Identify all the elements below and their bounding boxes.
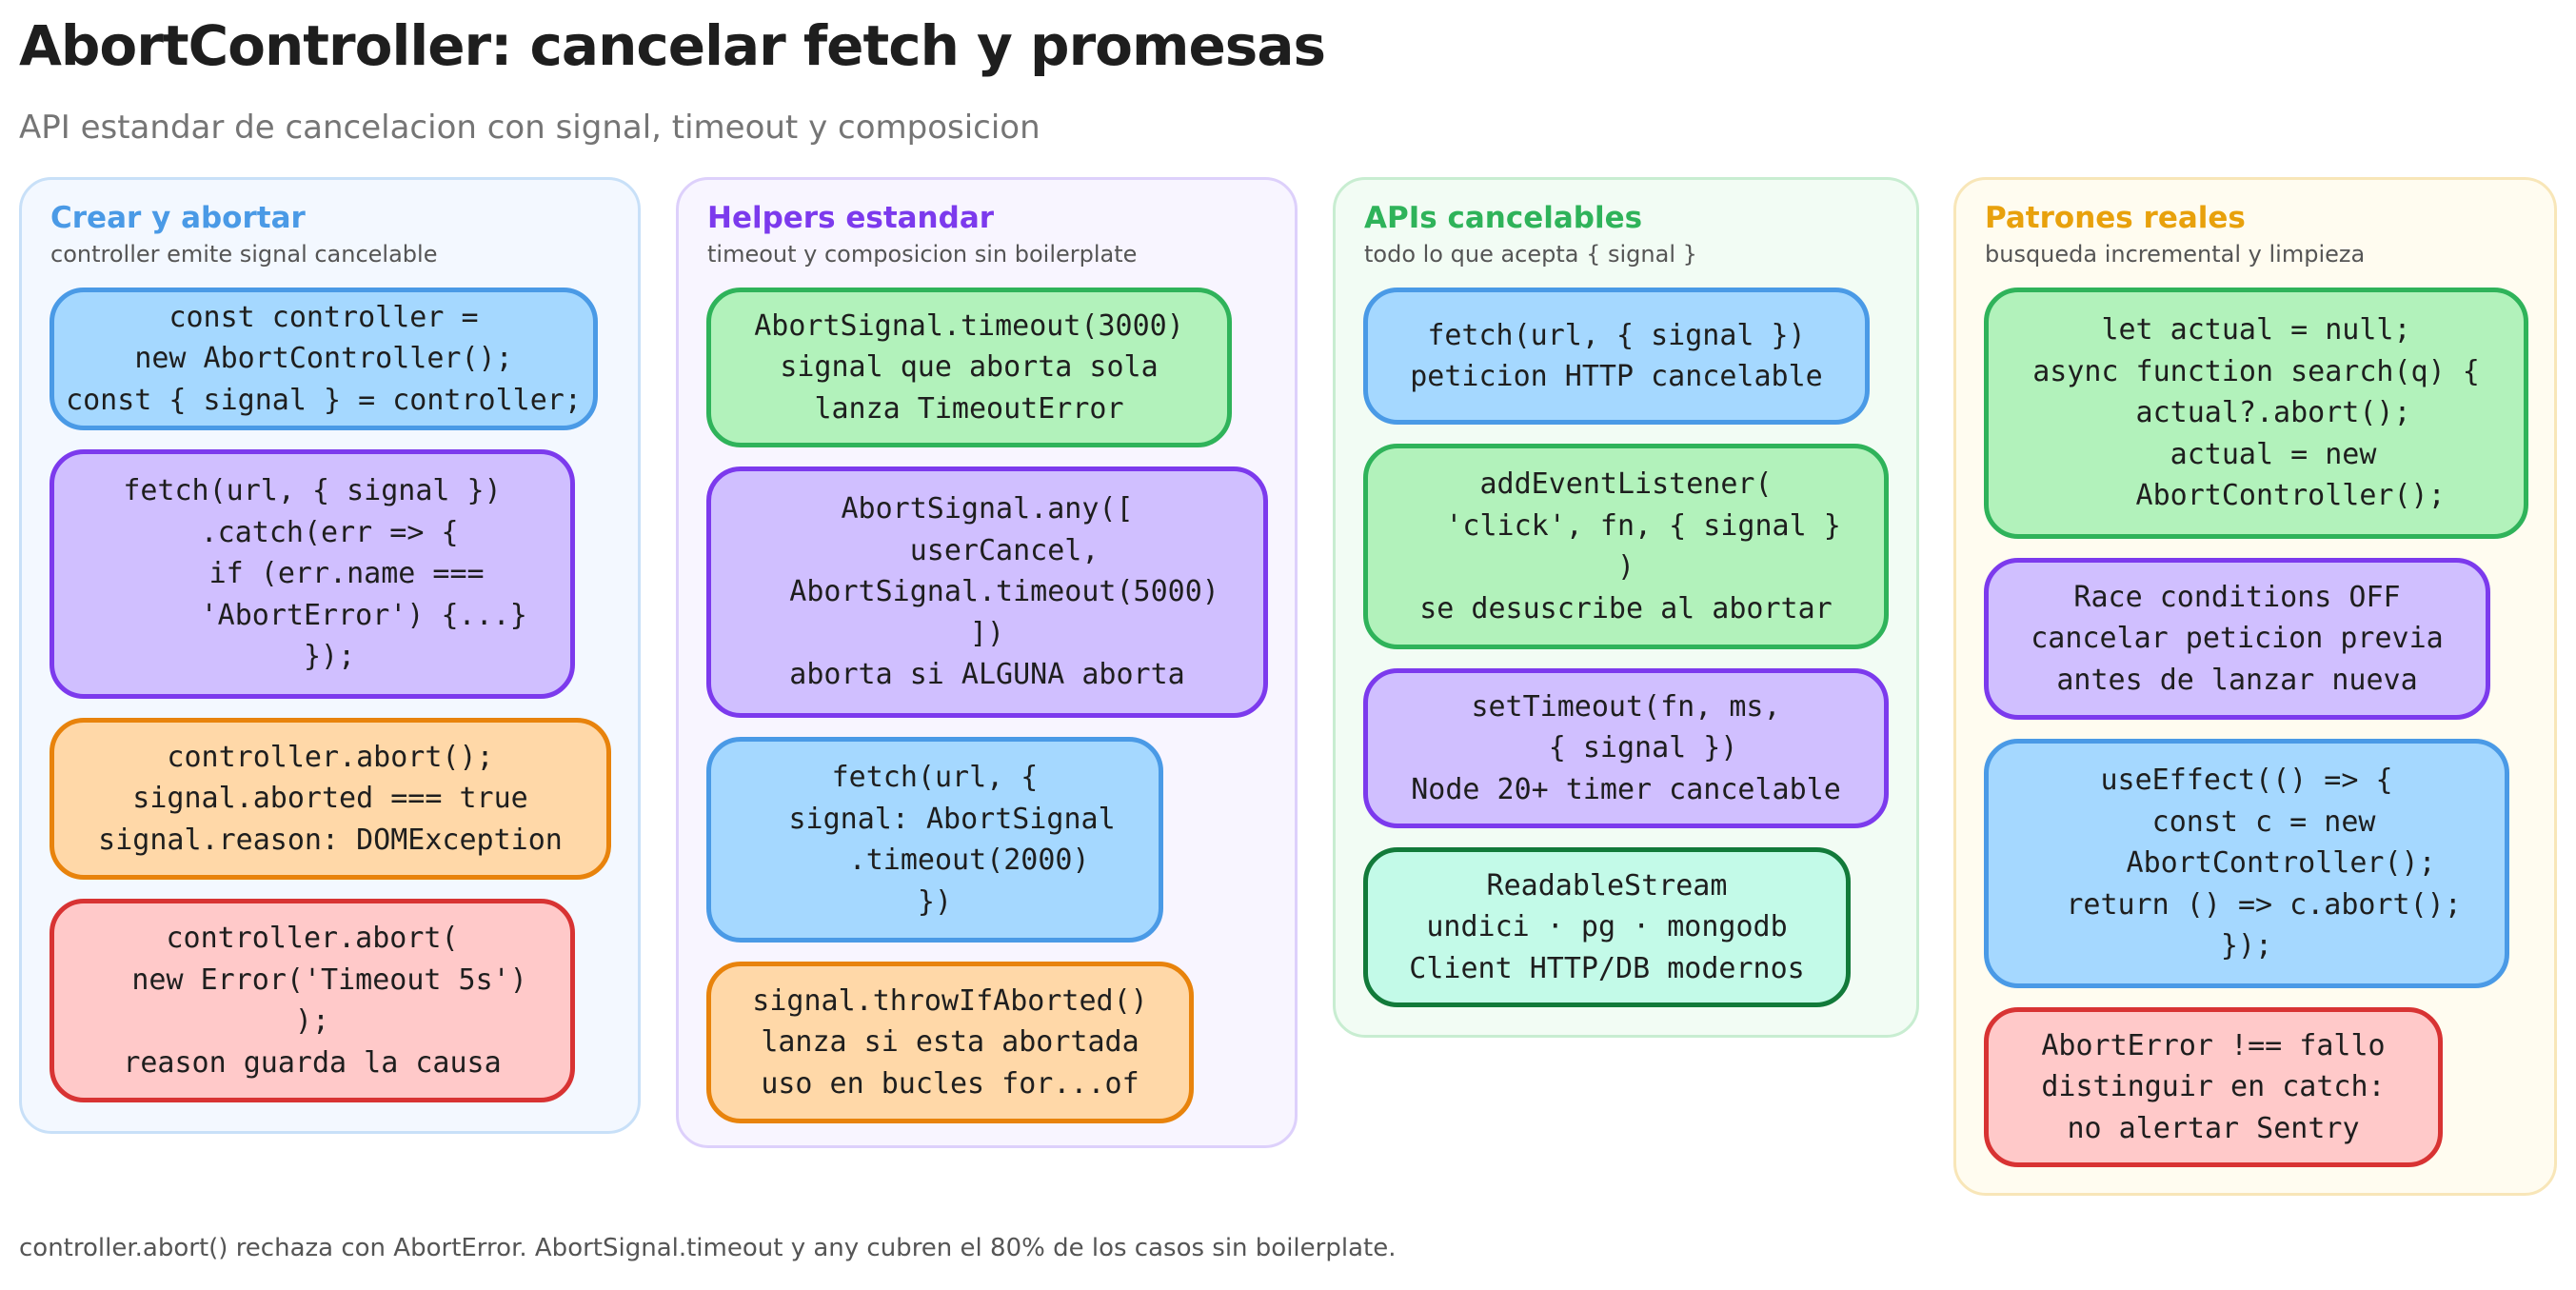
footer-note: controller.abort() rechaza con AbortErro… (19, 1234, 1397, 1262)
card-set-timeout: setTimeout(fn, ms, { signal }) Node 20+ … (1363, 668, 1889, 828)
card-abortsignal-timeout: AbortSignal.timeout(3000) signal que abo… (706, 288, 1232, 447)
column-subtitle: timeout y composicion sin boilerplate (707, 241, 1138, 268)
card-abort-error-not-failure: AbortError !== fallo distinguir en catch… (1984, 1007, 2443, 1167)
column-subtitle: todo lo que acepta { signal } (1364, 241, 1697, 268)
column-subtitle: controller emite signal cancelable (50, 241, 438, 268)
page-title: AbortController: cancelar fetch y promes… (19, 13, 1326, 78)
card-create-controller: const controller = new AbortController()… (50, 288, 598, 430)
card-fetch-signal: fetch(url, { signal }) peticion HTTP can… (1363, 288, 1870, 425)
card-throw-if-aborted: signal.throwIfAborted() lanza si esta ab… (706, 962, 1194, 1123)
column-title: Patrones reales (1985, 201, 2246, 235)
card-use-effect: useEffect(() => { const c = new AbortCon… (1984, 739, 2509, 988)
card-add-event-listener: addEventListener( 'click', fn, { signal … (1363, 444, 1889, 649)
page-subtitle: API estandar de cancelacion con signal, … (19, 109, 1040, 147)
card-controller-abort: controller.abort(); signal.aborted === t… (50, 718, 611, 880)
card-readable-stream: ReadableStream undici · pg · mongodb Cli… (1363, 847, 1851, 1007)
column-title: APIs cancelables (1364, 201, 1643, 235)
column-subtitle: busqueda incremental y limpieza (1985, 241, 2366, 268)
card-abort-reason: controller.abort( new Error('Timeout 5s'… (50, 899, 575, 1102)
card-search-pattern: let actual = null; async function search… (1984, 288, 2528, 539)
card-fetch-timeout: fetch(url, { signal: AbortSignal .timeou… (706, 737, 1163, 943)
card-race-conditions: Race conditions OFF cancelar peticion pr… (1984, 558, 2490, 720)
column-title: Crear y abortar (50, 201, 306, 235)
card-abortsignal-any: AbortSignal.any([ userCancel, AbortSigna… (706, 466, 1268, 718)
card-fetch-catch: fetch(url, { signal }) .catch(err => { i… (50, 449, 575, 699)
column-title: Helpers estandar (707, 201, 995, 235)
